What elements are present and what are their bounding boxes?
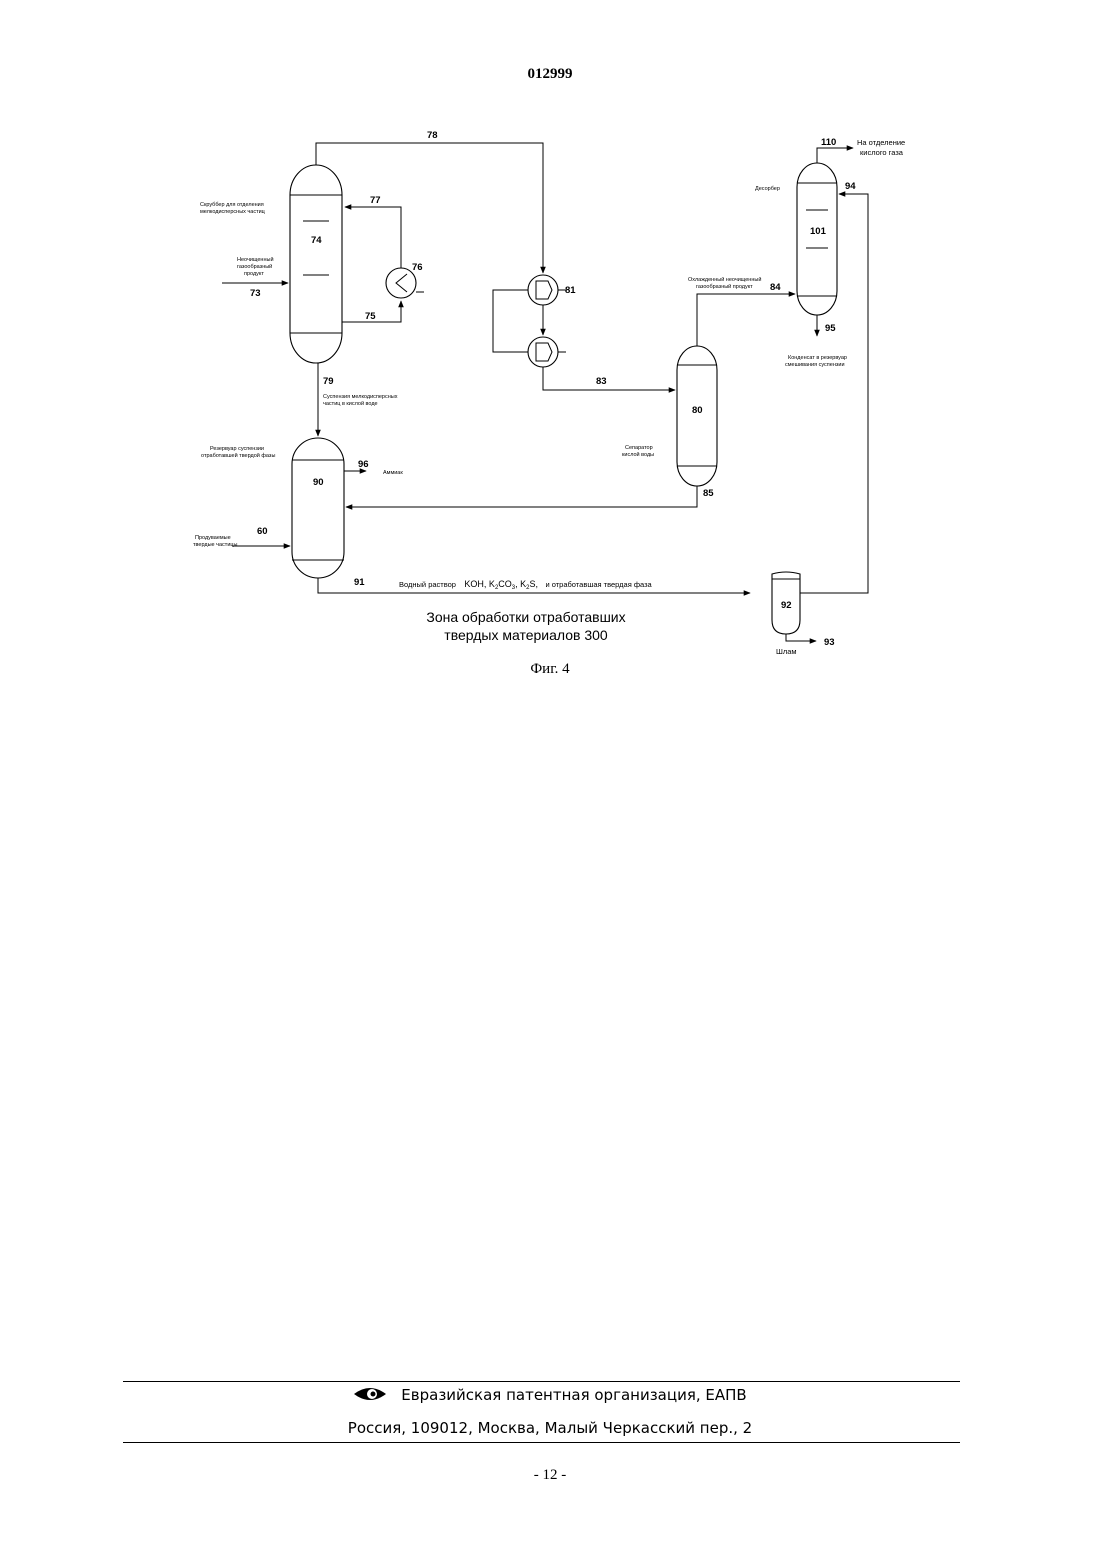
- label-75: 75: [365, 311, 376, 322]
- desorber-vessel-101: [797, 163, 837, 315]
- annotation-purge-line1: Продуваемые: [195, 535, 231, 541]
- annotation-separator-line2: кислой воды: [622, 451, 654, 458]
- annotation-acid-gas-line1: На отделение: [857, 138, 905, 147]
- annotation-desorber: Десорбер: [755, 186, 780, 192]
- label-96: 96: [358, 459, 369, 470]
- annotation-slurry-line2: частиц в кислой воде: [323, 400, 378, 407]
- annotation-raw-gas-line2: газообразный: [237, 263, 272, 270]
- label-92: 92: [781, 600, 792, 611]
- annotation-scrubber-line2: мелкодисперсных частиц: [200, 209, 266, 215]
- label-77: 77: [370, 195, 381, 206]
- annotation-separator-line1: Сепаратор: [625, 445, 653, 451]
- eapo-logo-icon: [353, 1385, 387, 1403]
- zone-title-line2: твердых материалов 300: [444, 627, 608, 643]
- annotation-spent-tank-line1: Резервуар суспензии: [210, 446, 264, 452]
- label-101: 101: [810, 226, 827, 237]
- annotation-scrubber-line1: Скруббер для отделения: [200, 202, 264, 208]
- zone-title-line1: Зона обработки отработавших: [426, 609, 625, 625]
- annotation-ammonia: Аммиак: [383, 470, 403, 476]
- label-80: 80: [692, 405, 703, 416]
- label-78: 78: [427, 130, 438, 141]
- label-95: 95: [825, 323, 836, 334]
- annotation-acid-gas-line2: кислого газа: [860, 148, 904, 157]
- footer-divider-top: [123, 1381, 960, 1382]
- label-76: 76: [412, 262, 423, 273]
- footer-organization: Евразийская патентная организация, ЕАПВ: [0, 1385, 1100, 1404]
- label-84: 84: [770, 282, 781, 293]
- label-93: 93: [824, 637, 835, 648]
- footer-divider-bottom: [123, 1442, 960, 1443]
- process-flow-diagram: 78 77 74 76 73 75 79 81 83 80 84 85 110 …: [0, 0, 1100, 700]
- annotation-cooled-gas-line1: Охлажденный неочищенный: [688, 276, 761, 283]
- footer-address: Россия, 109012, Москва, Малый Черкасский…: [0, 1419, 1100, 1437]
- page-number: - 12 -: [0, 1467, 1100, 1484]
- label-79: 79: [323, 376, 334, 387]
- label-85: 85: [703, 488, 714, 499]
- annotation-raw-gas-line3: продукт: [244, 271, 264, 277]
- footer-organization-text: Евразийская патентная организация, ЕАПВ: [401, 1386, 746, 1404]
- label-73: 73: [250, 288, 261, 299]
- annotation-slurry-line1: Суспензия мелкодисперсных: [323, 394, 398, 400]
- scrubber-vessel-74: [290, 165, 342, 363]
- spent-solids-tank-90: [292, 438, 344, 578]
- label-110: 110: [821, 137, 836, 148]
- label-90: 90: [313, 477, 324, 488]
- annotation-sludge: Шлам: [776, 647, 797, 656]
- annotation-spent-tank-line2: отработавшей твердой фазы: [201, 452, 275, 459]
- annotation-aqueous-solution: Водный раствор KOH, K2CO3, K2S, и отрабо…: [399, 574, 653, 591]
- annotation-cooled-gas-line2: газообразный продукт: [696, 283, 753, 290]
- label-74: 74: [311, 235, 322, 246]
- label-81: 81: [565, 285, 576, 296]
- label-83: 83: [596, 376, 607, 387]
- heat-exchanger-81: [528, 275, 566, 367]
- figure-caption: Фиг. 4: [530, 661, 570, 677]
- label-60: 60: [257, 526, 268, 537]
- annotation-condensate-line1: Конденсат в резервуар: [788, 355, 847, 361]
- annotation-condensate-line2: смешивания суспензии: [785, 362, 845, 368]
- annotation-raw-gas-line1: Неочищенный: [237, 256, 274, 263]
- separator-vessel-80: [677, 346, 717, 486]
- label-94: 94: [845, 181, 856, 192]
- label-91: 91: [354, 577, 365, 588]
- annotation-purge-line2: твердые частицы: [193, 542, 238, 548]
